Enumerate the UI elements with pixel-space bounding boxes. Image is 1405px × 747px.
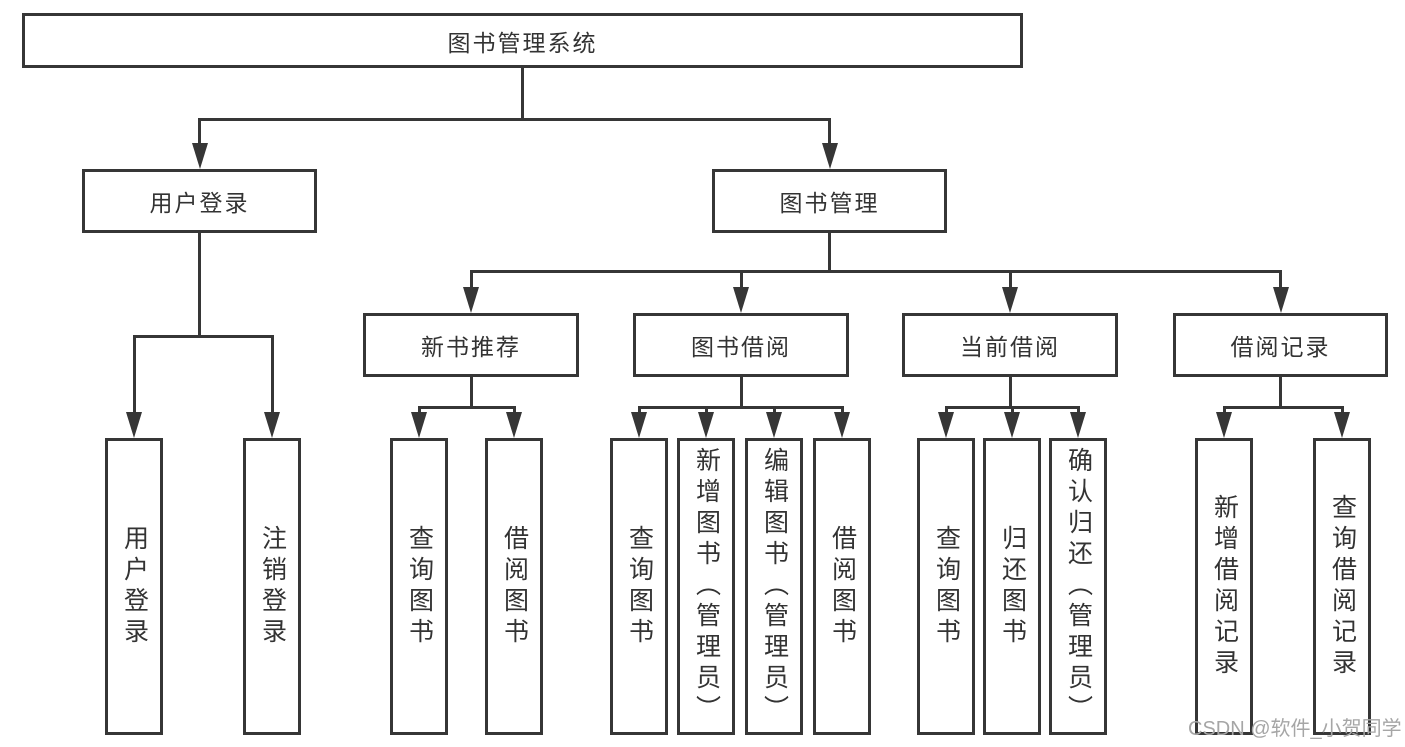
node-label: 图书管理: [779, 190, 880, 216]
leaf-logout: 注销登录: [243, 438, 301, 735]
connector-arrowhead: [1272, 287, 1289, 313]
leaf-label: 查询图书: [405, 524, 434, 649]
leaf-label: 归还图书: [998, 524, 1027, 649]
leaf-return-books: 归还图书: [983, 438, 1041, 735]
connector-arrowhead: [126, 412, 142, 438]
connector-arrowhead: [698, 412, 714, 438]
node-label: 当前借阅: [960, 334, 1060, 360]
leaf-user-login: 用户登录: [105, 438, 163, 735]
connector-arrowhead: [1004, 412, 1020, 438]
leaf-edit-books-admin: 编辑图书（管理员）: [745, 438, 803, 735]
node-borrowing-records: 借阅记录: [1173, 313, 1388, 377]
connector-line: [132, 335, 136, 414]
leaf-label: 确认归还（管理员）: [1064, 447, 1093, 726]
connector-arrowhead: [506, 412, 522, 438]
leaf-label: 查询图书: [625, 524, 654, 649]
connector-line: [1222, 406, 1344, 409]
connector-line: [1340, 406, 1344, 414]
connector-arrowhead: [264, 412, 280, 438]
node-label: 图书借阅: [691, 334, 791, 360]
connector-line: [704, 406, 708, 414]
leaf-label: 新增借阅记录: [1210, 493, 1239, 680]
csdn-watermark: CSDN @软件_小贺同学: [1188, 718, 1402, 740]
connector-line: [828, 118, 831, 145]
connector-line: [1279, 377, 1282, 409]
connector-line: [828, 233, 831, 273]
leaf-query-borrow-record: 查询借阅记录: [1313, 438, 1371, 735]
node-label: 新书推荐: [421, 334, 521, 360]
connector-arrowhead: [766, 412, 782, 438]
connector-line: [132, 335, 274, 338]
connector-line: [739, 270, 743, 289]
node-book-management: 图书管理: [712, 169, 947, 233]
leaf-borrow-books-recommend: 借阅图书: [485, 438, 543, 735]
connector-line: [1222, 406, 1226, 414]
connector-line: [417, 406, 421, 414]
connector-arrowhead: [834, 412, 850, 438]
connector-arrowhead: [1002, 287, 1018, 313]
node-book-borrowing: 图书借阅: [633, 313, 849, 377]
connector-line: [1279, 270, 1282, 289]
leaf-label: 借阅图书: [500, 524, 529, 649]
leaf-label: 编辑图书（管理员）: [760, 447, 789, 726]
node-label: 图书管理系统: [447, 29, 598, 56]
connector-arrowhead: [411, 412, 427, 438]
connector-line: [198, 118, 201, 145]
connector-arrowhead: [1334, 412, 1350, 438]
connector-arrowhead: [463, 287, 479, 313]
leaf-label: 新增图书（管理员）: [692, 447, 721, 726]
leaf-label: 查询借阅记录: [1328, 493, 1357, 680]
connector-arrowhead: [938, 412, 954, 438]
leaf-query-books-borrowing: 查询图书: [610, 438, 668, 735]
leaf-add-borrow-record: 新增借阅记录: [1195, 438, 1253, 735]
connector-line: [1008, 270, 1012, 289]
connector-line: [637, 406, 641, 414]
node-new-book-recommendation: 新书推荐: [363, 313, 579, 377]
node-library-management-system: 图书管理系统: [22, 13, 1023, 68]
connector-line: [739, 377, 743, 409]
connector-line: [840, 406, 844, 414]
connector-arrowhead: [191, 143, 208, 169]
connector-arrowhead: [1216, 412, 1232, 438]
connector-line: [469, 270, 1282, 273]
node-current-borrowing: 当前借阅: [902, 313, 1118, 377]
leaf-label: 注销登录: [258, 524, 287, 649]
connector-line: [417, 406, 516, 409]
connector-line: [1008, 377, 1012, 409]
connector-arrowhead: [631, 412, 647, 438]
leaf-confirm-return-admin: 确认归还（管理员）: [1049, 438, 1107, 735]
connector-line: [637, 406, 844, 409]
leaf-query-books-current: 查询图书: [917, 438, 975, 735]
node-user-login: 用户登录: [82, 169, 317, 233]
connector-line: [1076, 406, 1080, 414]
leaf-query-books-recommend: 查询图书: [390, 438, 448, 735]
connector-line: [270, 335, 274, 414]
leaf-label: 借阅图书: [828, 524, 857, 649]
connector-line: [198, 118, 831, 121]
leaf-label: 用户登录: [120, 524, 149, 649]
connector-line: [1010, 406, 1014, 414]
connector-arrowhead: [733, 287, 749, 313]
connector-line: [469, 270, 473, 289]
node-label: 用户登录: [149, 190, 250, 216]
connector-line: [944, 406, 948, 414]
connector-line: [469, 377, 473, 409]
connector-arrowhead: [821, 143, 838, 169]
leaf-label: 查询图书: [932, 524, 961, 649]
leaf-add-books-admin: 新增图书（管理员）: [677, 438, 735, 735]
connector-arrowhead: [1070, 412, 1086, 438]
connector-line: [520, 68, 524, 121]
connector-line: [198, 233, 201, 338]
leaf-borrow-books-borrowing: 借阅图书: [813, 438, 871, 735]
node-label: 借阅记录: [1230, 334, 1331, 360]
connector-line: [772, 406, 776, 414]
connector-line: [512, 406, 516, 414]
